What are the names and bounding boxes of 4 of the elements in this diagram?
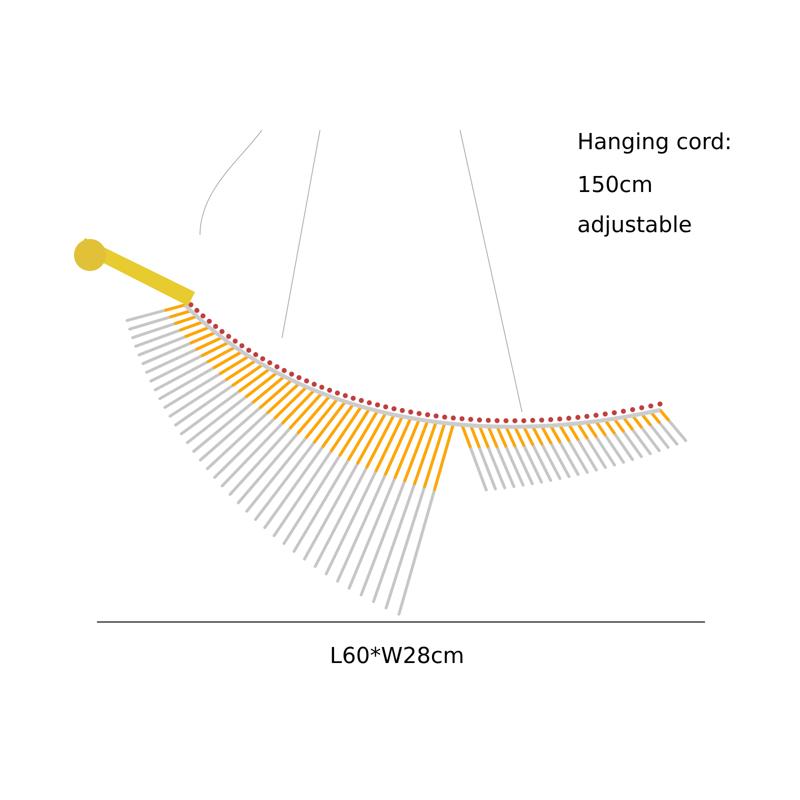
label-text: 150cm (580, 176, 651, 192)
dimension-label: L60*W28cm (332, 646, 462, 664)
label-text: Hanging cord: (579, 132, 730, 154)
label-text: adjustable (578, 215, 691, 237)
